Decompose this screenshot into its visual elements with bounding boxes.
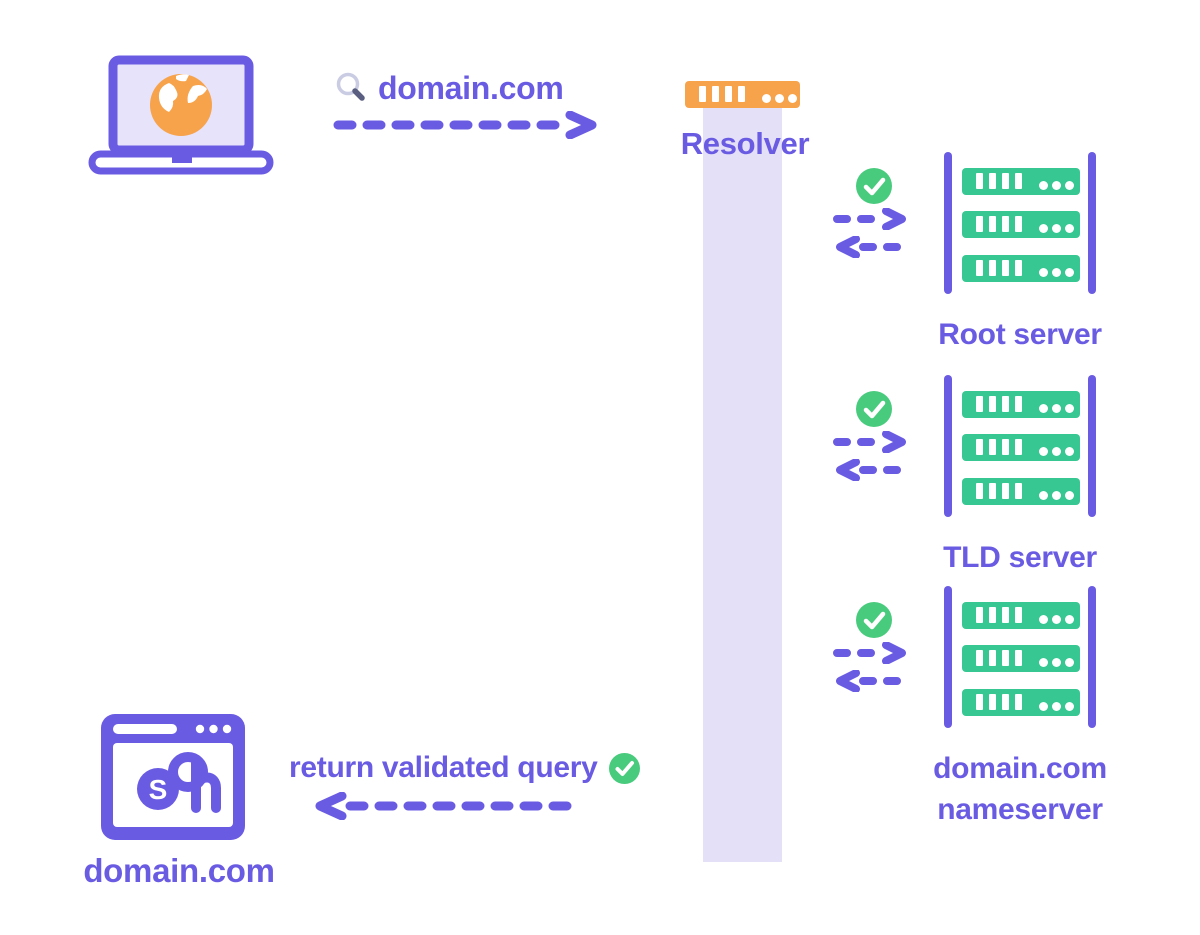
site-logo-icon: S	[137, 752, 221, 813]
resolver-timeline-band	[703, 108, 782, 862]
check-circle-icon	[608, 752, 640, 784]
dashed-arrow-left-icon	[836, 459, 910, 481]
nameserver-label: domain.com nameserver	[933, 752, 1107, 826]
check-circle-icon	[856, 602, 892, 638]
dashed-arrow-right-icon	[833, 431, 906, 453]
dashed-arrow-left-icon	[315, 792, 579, 820]
tld-server-label: TLD server	[943, 541, 1097, 574]
svg-text:S: S	[149, 774, 168, 805]
dashed-arrow-left-icon	[836, 670, 910, 692]
nameserver-group: domain.com nameserver	[828, 586, 1148, 826]
query-label-row: domain.com	[333, 70, 564, 107]
dashed-arrow-left-icon	[836, 236, 910, 258]
server-rack-icon	[944, 375, 1096, 517]
dashed-arrow-right-icon	[833, 208, 906, 230]
resolver-label: Resolver	[680, 126, 810, 161]
dashed-arrow-right-icon	[333, 111, 597, 139]
check-circle-icon	[856, 391, 892, 427]
server-rack-icon	[944, 152, 1096, 294]
check-circle-icon	[856, 168, 892, 204]
magnifier-icon	[336, 72, 365, 101]
return-query-label: return validated query	[289, 751, 598, 784]
root-server-group: Root server	[828, 152, 1148, 392]
website-domain-label: domain.com	[83, 852, 275, 889]
root-server-label: Root server	[938, 318, 1102, 351]
server-rack-icon	[944, 586, 1096, 728]
dashed-arrow-right-icon	[833, 642, 906, 664]
query-domain-label: domain.com	[378, 70, 564, 106]
return-query-row: return validated query	[289, 751, 641, 785]
browser-window-icon: S	[101, 714, 245, 840]
laptop-globe-icon	[88, 55, 274, 175]
resolver-unit-icon	[685, 81, 800, 108]
tld-server-group: TLD server	[828, 375, 1148, 615]
